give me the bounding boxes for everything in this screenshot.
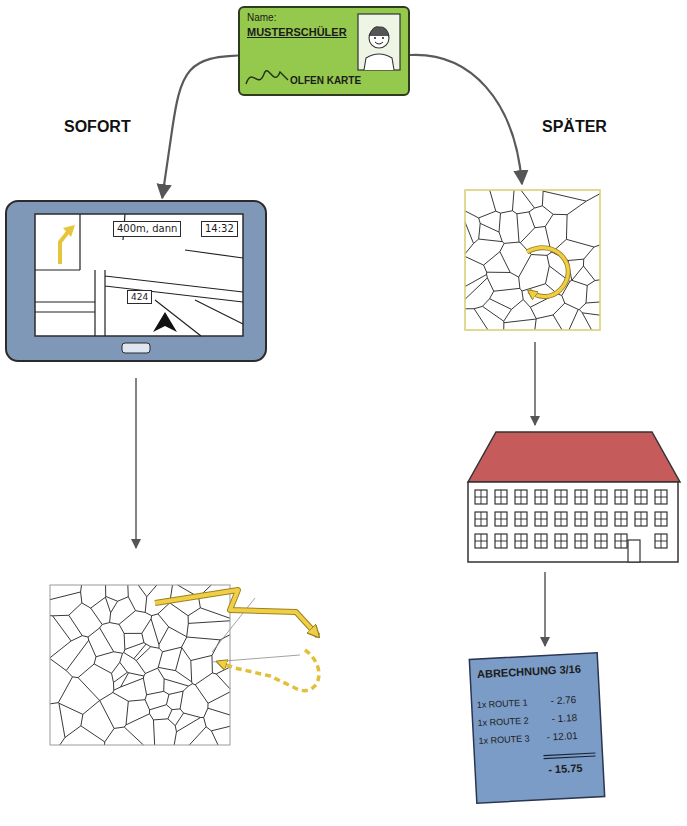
card-title: OLFEN KARTE — [290, 75, 361, 87]
window — [535, 512, 547, 526]
edge-label: SOFORT — [62, 118, 133, 136]
street-number: 424 — [127, 290, 152, 304]
window — [655, 490, 667, 504]
streets — [465, 190, 600, 330]
window — [555, 490, 567, 504]
later-arrow — [410, 55, 522, 184]
street-map — [50, 585, 230, 745]
windows — [475, 490, 667, 548]
window — [555, 534, 567, 548]
window — [615, 512, 627, 526]
window — [635, 490, 647, 504]
map-frame — [465, 190, 600, 330]
zoom-lines — [212, 598, 300, 662]
window — [575, 490, 587, 504]
flow-arrow — [162, 56, 238, 199]
amount: - 1.18 — [551, 712, 577, 725]
building — [468, 482, 678, 562]
flow-arrow — [544, 572, 546, 646]
window — [515, 534, 527, 548]
window — [475, 534, 487, 548]
window — [515, 512, 527, 526]
window — [555, 512, 567, 526]
window — [595, 534, 607, 548]
amount: - 12.01 — [546, 730, 578, 743]
route-outline — [155, 590, 318, 636]
window — [475, 490, 487, 504]
name-field: Name: — [247, 12, 276, 24]
window — [575, 512, 587, 526]
window — [515, 490, 527, 504]
map-frame — [50, 585, 230, 745]
route — [155, 590, 318, 636]
window — [535, 534, 547, 548]
navigation-tablet: 400m, dann 14:32 424 — [5, 200, 267, 362]
flow-arrow — [534, 342, 536, 425]
flow-arrow — [135, 378, 137, 548]
route-outline — [527, 248, 568, 297]
distance-instruction: 400m, dann — [113, 221, 181, 237]
window — [595, 512, 607, 526]
window — [655, 512, 667, 526]
window — [635, 512, 647, 526]
window — [475, 512, 487, 526]
bill: ABRECHNUNG 3/161x ROUTE 1- 2.761x ROUTE … — [468, 652, 605, 805]
clock: 14:32 — [201, 221, 238, 237]
window — [495, 534, 507, 548]
route — [527, 248, 568, 297]
branch-label: SPÄTER — [540, 118, 609, 136]
student-name: MUSTERSCHÜLER — [247, 26, 347, 39]
window — [495, 512, 507, 526]
window — [535, 490, 547, 504]
window — [615, 490, 627, 504]
window — [595, 490, 607, 504]
id-card: Name: MUSTERSCHÜLER OLFEN KARTE — [238, 6, 410, 96]
route-return — [218, 650, 319, 691]
roof — [468, 432, 680, 482]
window — [495, 490, 507, 504]
window — [615, 534, 627, 548]
street-map — [465, 190, 600, 330]
amount: - 2.76 — [550, 694, 576, 707]
window — [575, 534, 587, 548]
streets — [50, 585, 230, 745]
window — [655, 534, 667, 548]
door — [628, 540, 640, 562]
total: - 15.75 — [548, 762, 583, 776]
